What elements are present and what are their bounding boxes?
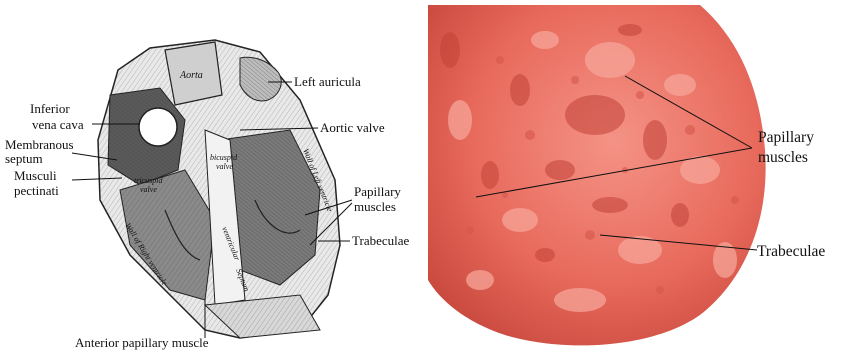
label-membranous-septum-2: septum <box>5 151 43 166</box>
label-papillary-muscles-right-1: Papillary <box>758 129 814 146</box>
label-papillary-muscles-left-2: muscles <box>354 199 396 214</box>
label-papillary-muscles-left-1: Papillary <box>354 184 401 199</box>
tricuspid-engraved-1: tricuspid <box>134 176 163 185</box>
aorta-engraved: Aorta <box>179 70 203 81</box>
tricuspid-engraved-2: valve <box>140 185 157 194</box>
label-inferior-vena-cava-1: Inferior <box>30 101 70 116</box>
label-inferior-vena-cava-2: vena cava <box>32 117 84 132</box>
bicuspid-engraved-1: bicuspid <box>210 153 238 162</box>
right-labels: Papillary muscles Trabeculae <box>757 129 825 260</box>
label-musculi-pectinati-2: pectinati <box>14 183 59 198</box>
label-anterior-papillary-muscle: Anterior papillary muscle <box>75 335 209 350</box>
label-trabeculae-right: Trabeculae <box>757 243 825 260</box>
label-trabeculae-left: Trabeculae <box>352 233 410 248</box>
label-left-auricula: Left auricula <box>294 74 361 89</box>
label-aortic-valve: Aortic valve <box>320 120 385 135</box>
label-membranous-septum-1: Membranous <box>5 137 74 152</box>
label-papillary-muscles-right-2: muscles <box>758 149 808 166</box>
bicuspid-engraved-2: valve <box>216 162 233 171</box>
label-musculi-pectinati-1: Musculi <box>14 168 57 183</box>
